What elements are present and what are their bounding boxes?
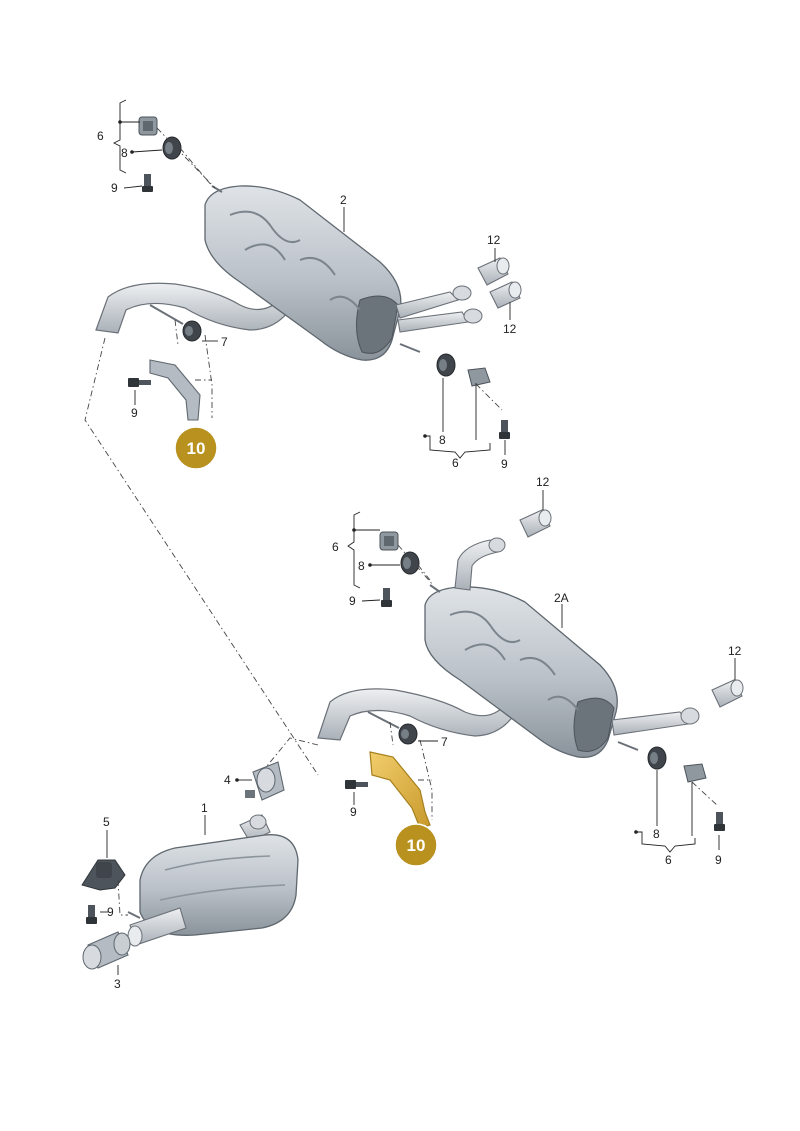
- callout-9-upper-right: 9: [501, 457, 508, 471]
- front-silencer-1: [127, 814, 299, 947]
- callout-2: 2: [340, 193, 347, 207]
- connection-line-upper-to-front: [84, 337, 319, 776]
- callout-8-middle-right: 8: [653, 827, 660, 841]
- connection-line-lower-to-front: [261, 737, 319, 773]
- callout-9-front: 9: [107, 905, 114, 919]
- bracket-10-upper: [149, 359, 201, 421]
- tailpipe-tip-12-middle-left: [519, 509, 552, 538]
- rear-silencer-2: [95, 185, 483, 361]
- bolt-9-middle-left: [381, 588, 392, 607]
- rear-silencer-2-body: [204, 185, 402, 361]
- rubber-mount-7-middle: [367, 711, 418, 745]
- callout-3: 3: [114, 977, 121, 991]
- bolt-9-upper-left: [142, 174, 153, 192]
- tailpipe-tip-12-upper-b: [489, 281, 522, 309]
- hanger-bracket-6-upper-right: [467, 367, 491, 387]
- bolt-9-middle-bracket: [345, 780, 368, 789]
- hanger-bracket-6-middle-left: [379, 531, 399, 551]
- callout-12-upper-b: 12: [503, 322, 517, 336]
- part-10-badge-upper-label: 10: [187, 439, 206, 458]
- rear-silencer-2a: [317, 537, 700, 759]
- callout-7-upper: 7: [221, 335, 228, 349]
- callout-6-middle-left: 6: [332, 540, 339, 554]
- clamp-4: [245, 761, 285, 801]
- bolt-9-upper-right: [499, 420, 510, 439]
- callout-7-middle: 7: [441, 735, 448, 749]
- hanger-bracket-6-middle-right: [683, 763, 707, 783]
- rubber-mount-7-upper: [149, 304, 202, 342]
- callout-9-middle-bracket: 9: [350, 805, 357, 819]
- tailpipe-tip-12-middle-right: [711, 679, 744, 708]
- callout-9-middle-left: 9: [349, 594, 356, 608]
- part-10-badge-middle[interactable]: 10: [394, 823, 438, 867]
- callout-9-middle-right: 9: [715, 853, 722, 867]
- hanger-bracket-5: [81, 859, 126, 891]
- callout-8-upper-right: 8: [439, 433, 446, 447]
- callout-6-upper-left: 6: [97, 129, 104, 143]
- bracket-10-middle-highlighted: [369, 751, 431, 829]
- callout-12-upper-a: 12: [487, 233, 501, 247]
- part-10-badge-middle-label: 10: [407, 836, 426, 855]
- bolt-9-middle-right: [714, 812, 725, 831]
- callout-9-upper-left: 9: [111, 181, 118, 195]
- callout-8-upper-left: 8: [121, 146, 128, 160]
- callout-8-middle-left: 8: [358, 559, 365, 573]
- bolt-9-front: [86, 905, 97, 924]
- callout-5: 5: [103, 815, 110, 829]
- clamp-3: [82, 931, 131, 970]
- hanger-bracket-6-upper-left: [138, 116, 158, 136]
- callout-1: 1: [201, 801, 208, 815]
- callout-6-middle-right: 6: [665, 853, 672, 867]
- rubber-mount-8-upper-left: [162, 136, 182, 160]
- callout-12-middle-left: 12: [536, 475, 550, 489]
- callout-9-upper-bracket: 9: [131, 406, 138, 420]
- rubber-mount-8-middle-right: [647, 746, 667, 770]
- tailpipe-tip-12-upper-a: [477, 257, 510, 286]
- callout-12-middle-right: 12: [728, 644, 742, 658]
- callout-4: 4: [224, 773, 231, 787]
- bolt-9-upper-bracket: [128, 378, 151, 387]
- rubber-mount-8-middle-left: [400, 551, 420, 575]
- callout-2a: 2A: [554, 591, 569, 605]
- callout-6-upper-right: 6: [452, 456, 459, 470]
- rubber-mount-8-upper-right: [436, 353, 456, 377]
- part-10-badge-upper[interactable]: 10: [174, 426, 218, 470]
